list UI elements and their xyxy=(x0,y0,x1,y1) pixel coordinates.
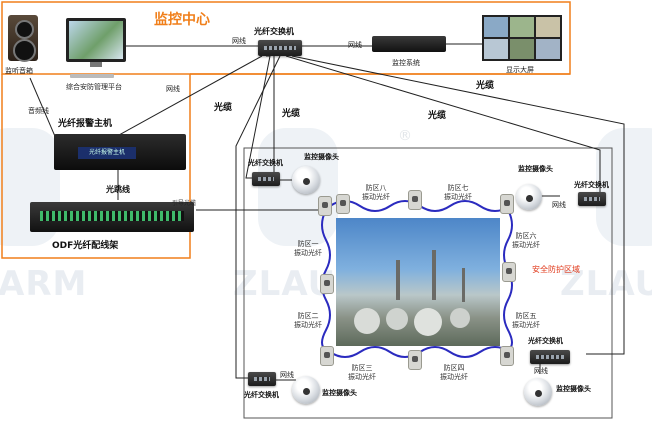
platform-label: 综合安防管理平台 xyxy=(66,83,122,91)
sensor-post xyxy=(408,350,422,370)
zone-label-7: 防区七 振动光纤 xyxy=(444,184,472,201)
switch-tl-icon xyxy=(252,172,280,186)
speaker-icon xyxy=(8,15,38,62)
switch-bl-icon xyxy=(248,372,276,386)
sensor-post xyxy=(318,196,332,216)
display-wall-icon xyxy=(482,15,562,61)
zone-label-6: 防区六 振动光纤 xyxy=(512,232,540,249)
watermark-registered: ® xyxy=(398,128,412,144)
zone-label-1: 防区一 振动光纤 xyxy=(294,240,322,257)
link-fiber1: 光缆 xyxy=(214,103,233,113)
link-net-br: 网线 xyxy=(534,367,548,375)
switch-bl-label: 光纤交换机 xyxy=(244,391,279,399)
sensor-post xyxy=(500,346,514,366)
link-net-bl: 网线 xyxy=(280,371,294,379)
link-jumper: 光跳线 xyxy=(106,185,130,194)
core-switch-label: 光纤交换机 xyxy=(254,27,294,36)
alarm-host-label: 光纤报警主机 xyxy=(58,119,113,129)
switch-br-label: 光纤交换机 xyxy=(528,337,563,345)
watermark-text-center: ZLAU xyxy=(233,264,337,304)
camera-tl-icon xyxy=(292,166,320,194)
camera-bl-label: 监控摄像头 xyxy=(322,389,357,397)
camera-br-icon xyxy=(524,378,552,406)
page-title: 监控中心 xyxy=(154,12,210,28)
camera-br-label: 监控摄像头 xyxy=(556,385,591,393)
link-fiber2: 光缆 xyxy=(282,109,301,119)
odf-label: ODF光纤配线架 xyxy=(52,241,119,251)
switch-tr-icon xyxy=(578,192,606,206)
link-net1: 网线 xyxy=(232,37,246,45)
link-fiber3: 光缆 xyxy=(428,111,447,121)
zone-label-8: 防区八 振动光纤 xyxy=(362,184,390,201)
alarm-host-icon: 光纤报警主机 xyxy=(54,134,186,170)
monitor-icon xyxy=(66,18,126,62)
sensor-post xyxy=(408,190,422,210)
display-label: 显示大屏 xyxy=(506,66,534,74)
camera-tl-label: 监控摄像头 xyxy=(304,153,339,161)
odf-icon xyxy=(30,202,194,232)
sensor-post xyxy=(336,194,350,214)
sensor-post xyxy=(320,274,334,294)
nvr-icon xyxy=(372,36,446,52)
link-fiber4: 光缆 xyxy=(476,81,495,91)
keyboard-icon xyxy=(70,74,114,78)
link-lead-cable: 引导光缆 xyxy=(172,200,197,207)
camera-tr-label: 监控摄像头 xyxy=(518,165,553,173)
camera-bl-icon xyxy=(292,376,320,404)
watermark-text-left: ARM xyxy=(0,264,88,304)
zone-label-3: 防区三 振动光纤 xyxy=(348,364,376,381)
zone-label-2: 防区二 振动光纤 xyxy=(294,312,322,329)
link-net2: 网线 xyxy=(348,41,362,49)
switch-br-icon xyxy=(530,350,570,364)
core-switch-icon xyxy=(258,40,302,56)
link-net-tr: 网线 xyxy=(552,201,566,209)
camera-tr-icon xyxy=(516,184,542,210)
zone-label-4: 防区四 振动光纤 xyxy=(440,364,468,381)
sensor-post xyxy=(500,194,514,214)
watermark-text-right: ZLAU xyxy=(560,264,652,304)
plant-image xyxy=(336,218,500,346)
monitor-stand xyxy=(90,62,102,67)
link-audio: 音频线 xyxy=(28,107,49,115)
switch-tr-label: 光纤交换机 xyxy=(574,181,609,189)
sensor-post xyxy=(502,262,516,282)
area-label: 安全防护区域 xyxy=(532,265,580,274)
zone-label-5: 防区五 振动光纤 xyxy=(512,312,540,329)
sensor-post xyxy=(320,346,334,366)
speaker-label: 监听音箱 xyxy=(5,67,33,75)
monitor-system-label: 监控系统 xyxy=(392,59,420,67)
switch-tl-label: 光纤交换机 xyxy=(248,159,283,167)
alarm-host-screen: 光纤报警主机 xyxy=(78,147,136,159)
link-net3: 网线 xyxy=(166,85,180,93)
